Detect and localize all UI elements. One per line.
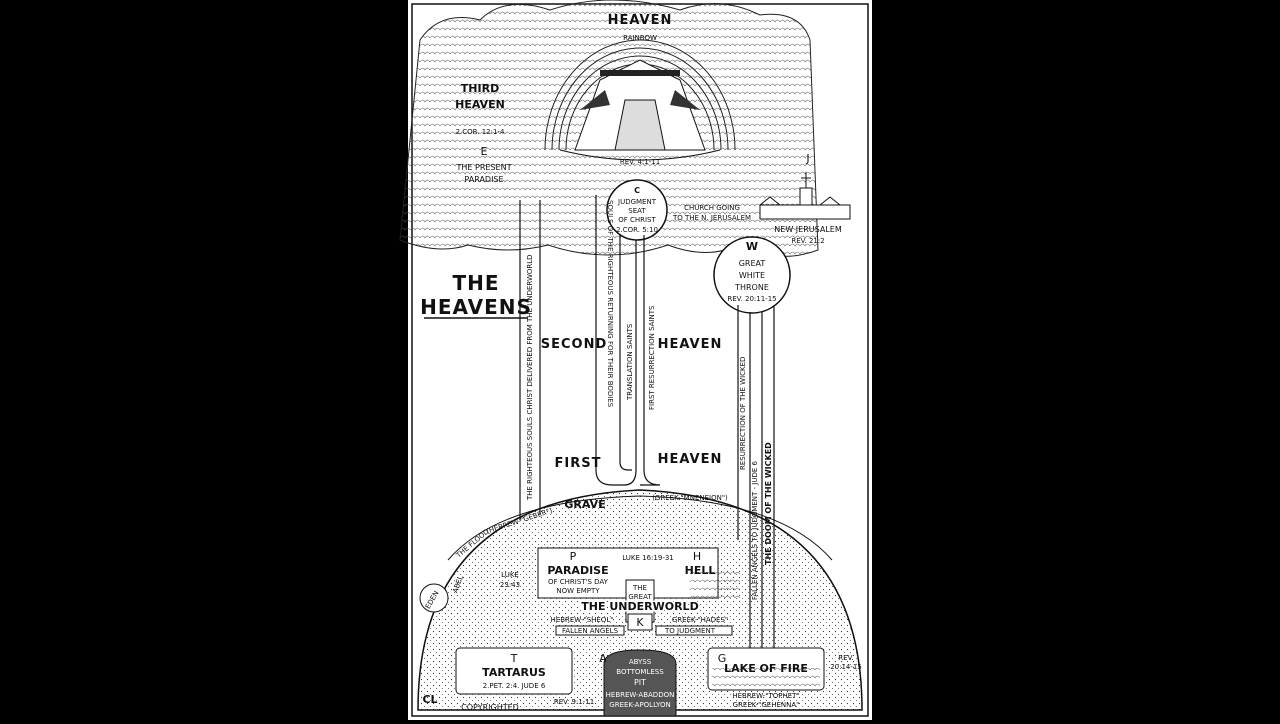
- h-marker: H: [693, 550, 701, 563]
- monogram: CL: [422, 693, 437, 706]
- luke-2343-2: 23:43: [500, 581, 520, 589]
- e-marker: E: [481, 145, 488, 158]
- rev-911-label: REV. 9:1-11: [554, 698, 594, 706]
- third-heaven-ref: 2.COR. 12:1-4: [456, 128, 505, 136]
- a-marker: A: [599, 652, 607, 665]
- abyss-2: BOTTOMLESS: [616, 668, 664, 676]
- third-heaven-label-2: HEAVEN: [455, 98, 505, 111]
- c-marker: C: [634, 186, 640, 195]
- present-paradise-2: PARADISE: [464, 175, 503, 184]
- t-marker: T: [510, 652, 518, 665]
- tartarus-ref: 2.PET. 2:4. JUDE 6: [483, 682, 546, 690]
- church-going-2: TO THE N. JERUSALEM: [672, 214, 751, 222]
- luke-2343-1: LUKE: [501, 571, 519, 579]
- new-jerusalem-label: NEW JERUSALEM: [774, 225, 842, 234]
- judgment-seat-ref: 2.COR. 5:10: [616, 226, 658, 234]
- gwt-ref: REV. 20:11-15: [727, 295, 776, 303]
- first-label: FIRST: [555, 456, 602, 471]
- the-heavens-2: HEAVENS: [420, 295, 532, 319]
- judgment-seat-1: JUDGMENT: [617, 198, 657, 206]
- hebrew-tophet-label: HEBREW-"TOPHET": [732, 692, 799, 700]
- grave-label: GRAVE: [564, 498, 605, 511]
- souls-delivered-label: THE RIGHTEOUS SOULS CHRIST DELIVERED FRO…: [526, 254, 534, 501]
- paradise-sub-1: OF CHRIST'S DAY: [548, 578, 609, 586]
- rev-2014-1: REV.: [838, 654, 853, 662]
- rev-2014-2: 20:14-15: [830, 663, 862, 671]
- abyss-4: HEBREW-ABADDON: [606, 691, 675, 699]
- translation-saints-label: TRANSLATION SAINTS: [626, 323, 634, 401]
- fallen-angels-label: FALLEN ANGELS: [562, 627, 619, 635]
- first-resurrection-label: FIRST RESURRECTION SAINTS: [648, 305, 656, 410]
- great-gulf-1: THE: [632, 584, 647, 592]
- lake-of-fire-label: LAKE OF FIRE: [724, 662, 808, 675]
- hebrew-sheol-label: HEBREW-"SHEOL": [551, 616, 614, 624]
- greek-gehenna-label: GREEK-"GEHENNA": [733, 701, 800, 709]
- paradise-sub-2: NOW EMPTY: [556, 587, 600, 595]
- p-marker: P: [570, 550, 577, 563]
- first-heaven-label: HEAVEN: [658, 452, 723, 467]
- gwt-2: WHITE: [739, 271, 765, 280]
- abyss-3: PIT: [634, 678, 646, 687]
- second-label: SECOND: [541, 337, 608, 352]
- copyrighted-label: COPYRIGHTED: [461, 703, 519, 712]
- hell-label: HELL: [685, 564, 716, 577]
- church-going-1: CHURCH GOING: [684, 204, 740, 212]
- tartarus-label: TARTARUS: [482, 666, 546, 679]
- paradise-label: PARADISE: [547, 564, 608, 577]
- j-marker: J: [805, 152, 809, 165]
- present-paradise-1: THE PRESENT: [456, 163, 512, 172]
- resurrection-wicked-label: RESURRECTION OF THE WICKED: [739, 357, 747, 470]
- luke-1619-label: LUKE 16:19-31: [622, 554, 674, 562]
- abyss-1: ABYSS: [629, 658, 652, 666]
- gwt-3: THRONE: [734, 283, 769, 292]
- rainbow-label: RAINBOW: [623, 34, 657, 42]
- third-heaven-label-1: THIRD: [461, 82, 499, 95]
- k-marker: K: [636, 616, 644, 629]
- new-jerusalem-ref: REV. 21:2: [791, 237, 824, 245]
- gwt-1: GREAT: [739, 259, 766, 268]
- second-heaven-label: HEAVEN: [658, 337, 723, 352]
- judgment-seat-2: SEAT: [628, 207, 646, 215]
- abyss-5: GREEK-APOLLYON: [609, 701, 670, 709]
- throne-ref: REV. 4:1-11: [620, 158, 660, 166]
- greek-hades-label: GREEK-"HADES": [672, 616, 728, 624]
- greek-mneneion-label: (GREEK-"MNENEION"): [652, 494, 728, 502]
- heaven-label: HEAVEN: [608, 13, 673, 28]
- souls-returning-label: SOULS OF THE RIGHTEOUS RETURNING FOR THE…: [606, 200, 614, 408]
- w-marker: W: [746, 240, 758, 253]
- the-heavens-1: THE: [452, 271, 499, 295]
- judgment-seat-3: OF CHRIST: [618, 216, 656, 224]
- to-judgment-label: TO JUDGMENT: [664, 627, 716, 635]
- underworld-label: THE UNDERWORLD: [581, 600, 698, 613]
